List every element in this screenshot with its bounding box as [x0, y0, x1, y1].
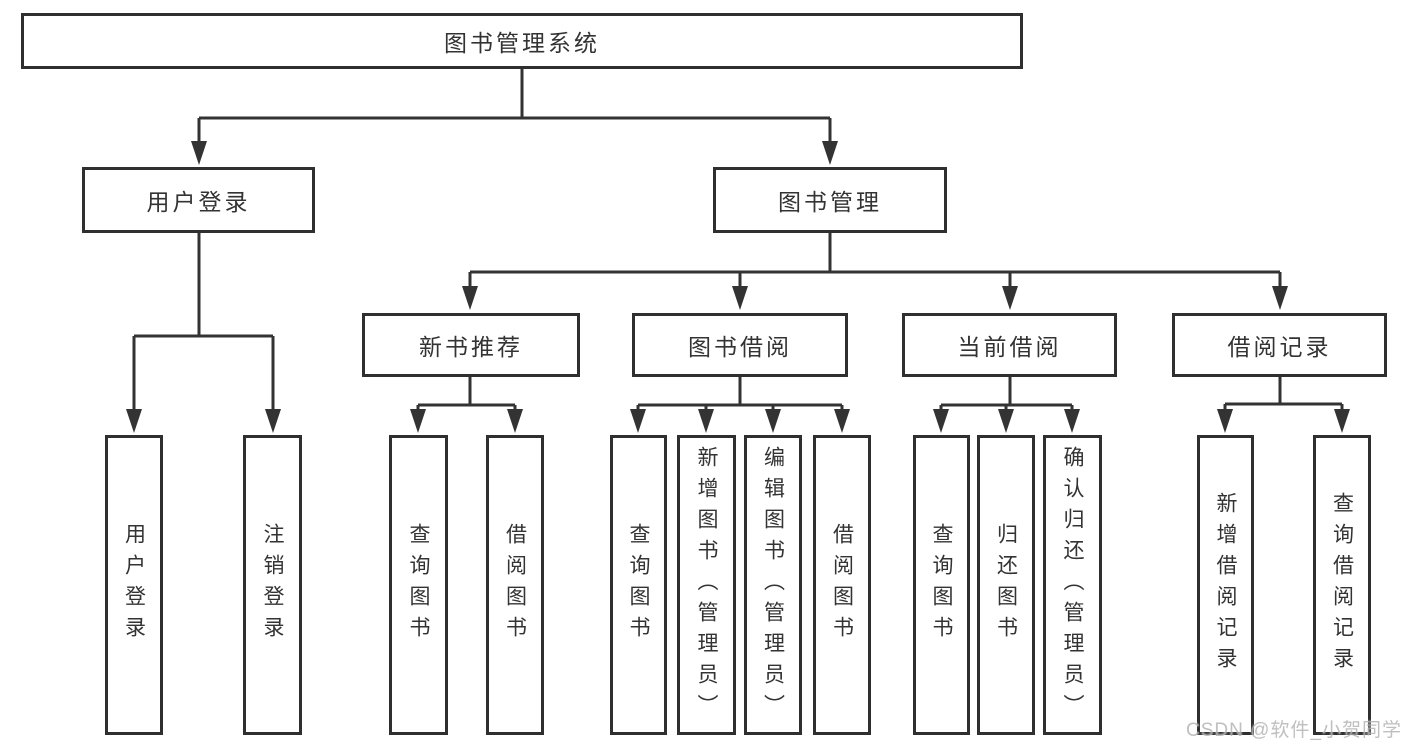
node-current-borrow-label: 当前借阅 [957, 334, 1062, 360]
node-leaf-add-book: 新增图书（管理员） [677, 435, 736, 735]
arrowheads [126, 141, 1350, 433]
csdn-watermark: CSDN @软件_小贺同学 [1186, 720, 1402, 741]
node-book-mgmt: 图书管理 [713, 167, 947, 233]
node-leaf-confirm-return: 确认归还（管理员） [1043, 435, 1102, 735]
node-root-label: 图书管理系统 [444, 30, 600, 56]
node-current-borrow: 当前借阅 [902, 313, 1117, 377]
node-leaf-return-book-label: 归还图书 [994, 523, 1018, 647]
node-leaf-logout: 注销登录 [243, 435, 302, 735]
node-leaf-query-borrow-record: 查询借阅记录 [1313, 435, 1371, 735]
node-leaf-query-book-3: 查询图书 [913, 435, 970, 735]
node-book-borrow-label: 图书借阅 [688, 334, 792, 360]
node-leaf-user-login: 用户登录 [105, 435, 163, 735]
node-leaf-add-borrow-record-label: 新增借阅记录 [1214, 492, 1237, 678]
node-leaf-borrow-book-1-label: 借阅图书 [503, 523, 527, 647]
node-user-login: 用户登录 [82, 167, 315, 233]
node-leaf-borrow-book-2-label: 借阅图书 [830, 523, 854, 647]
node-leaf-edit-book: 编辑图书（管理员） [744, 435, 802, 735]
node-leaf-query-book-1-label: 查询图书 [407, 523, 430, 647]
node-leaf-query-book-3-label: 查询图书 [930, 523, 953, 647]
node-leaf-add-borrow-record: 新增借阅记录 [1197, 435, 1254, 735]
node-new-book-rec-label: 新书推荐 [419, 334, 523, 360]
node-leaf-logout-label: 注销登录 [261, 523, 284, 647]
node-leaf-query-book-2: 查询图书 [610, 435, 667, 735]
node-leaf-query-borrow-record-label: 查询借阅记录 [1330, 492, 1354, 678]
node-book-borrow: 图书借阅 [632, 313, 848, 377]
node-leaf-edit-book-label: 编辑图书（管理员） [761, 445, 785, 725]
node-leaf-borrow-book-2: 借阅图书 [813, 435, 871, 735]
node-leaf-confirm-return-label: 确认归还（管理员） [1061, 445, 1084, 725]
node-new-book-rec: 新书推荐 [362, 313, 580, 377]
node-borrow-records: 借阅记录 [1172, 313, 1387, 377]
node-leaf-add-book-label: 新增图书（管理员） [695, 445, 718, 725]
node-leaf-borrow-book-1: 借阅图书 [486, 435, 544, 735]
node-leaf-user-login-label: 用户登录 [122, 523, 146, 647]
node-leaf-query-book-1: 查询图书 [389, 435, 448, 735]
node-book-mgmt-label: 图书管理 [778, 189, 882, 215]
node-root: 图书管理系统 [21, 13, 1023, 69]
node-borrow-records-label: 借阅记录 [1227, 334, 1332, 360]
node-leaf-query-book-2-label: 查询图书 [627, 523, 650, 647]
node-user-login-label: 用户登录 [146, 189, 251, 215]
node-leaf-return-book: 归还图书 [977, 435, 1035, 735]
